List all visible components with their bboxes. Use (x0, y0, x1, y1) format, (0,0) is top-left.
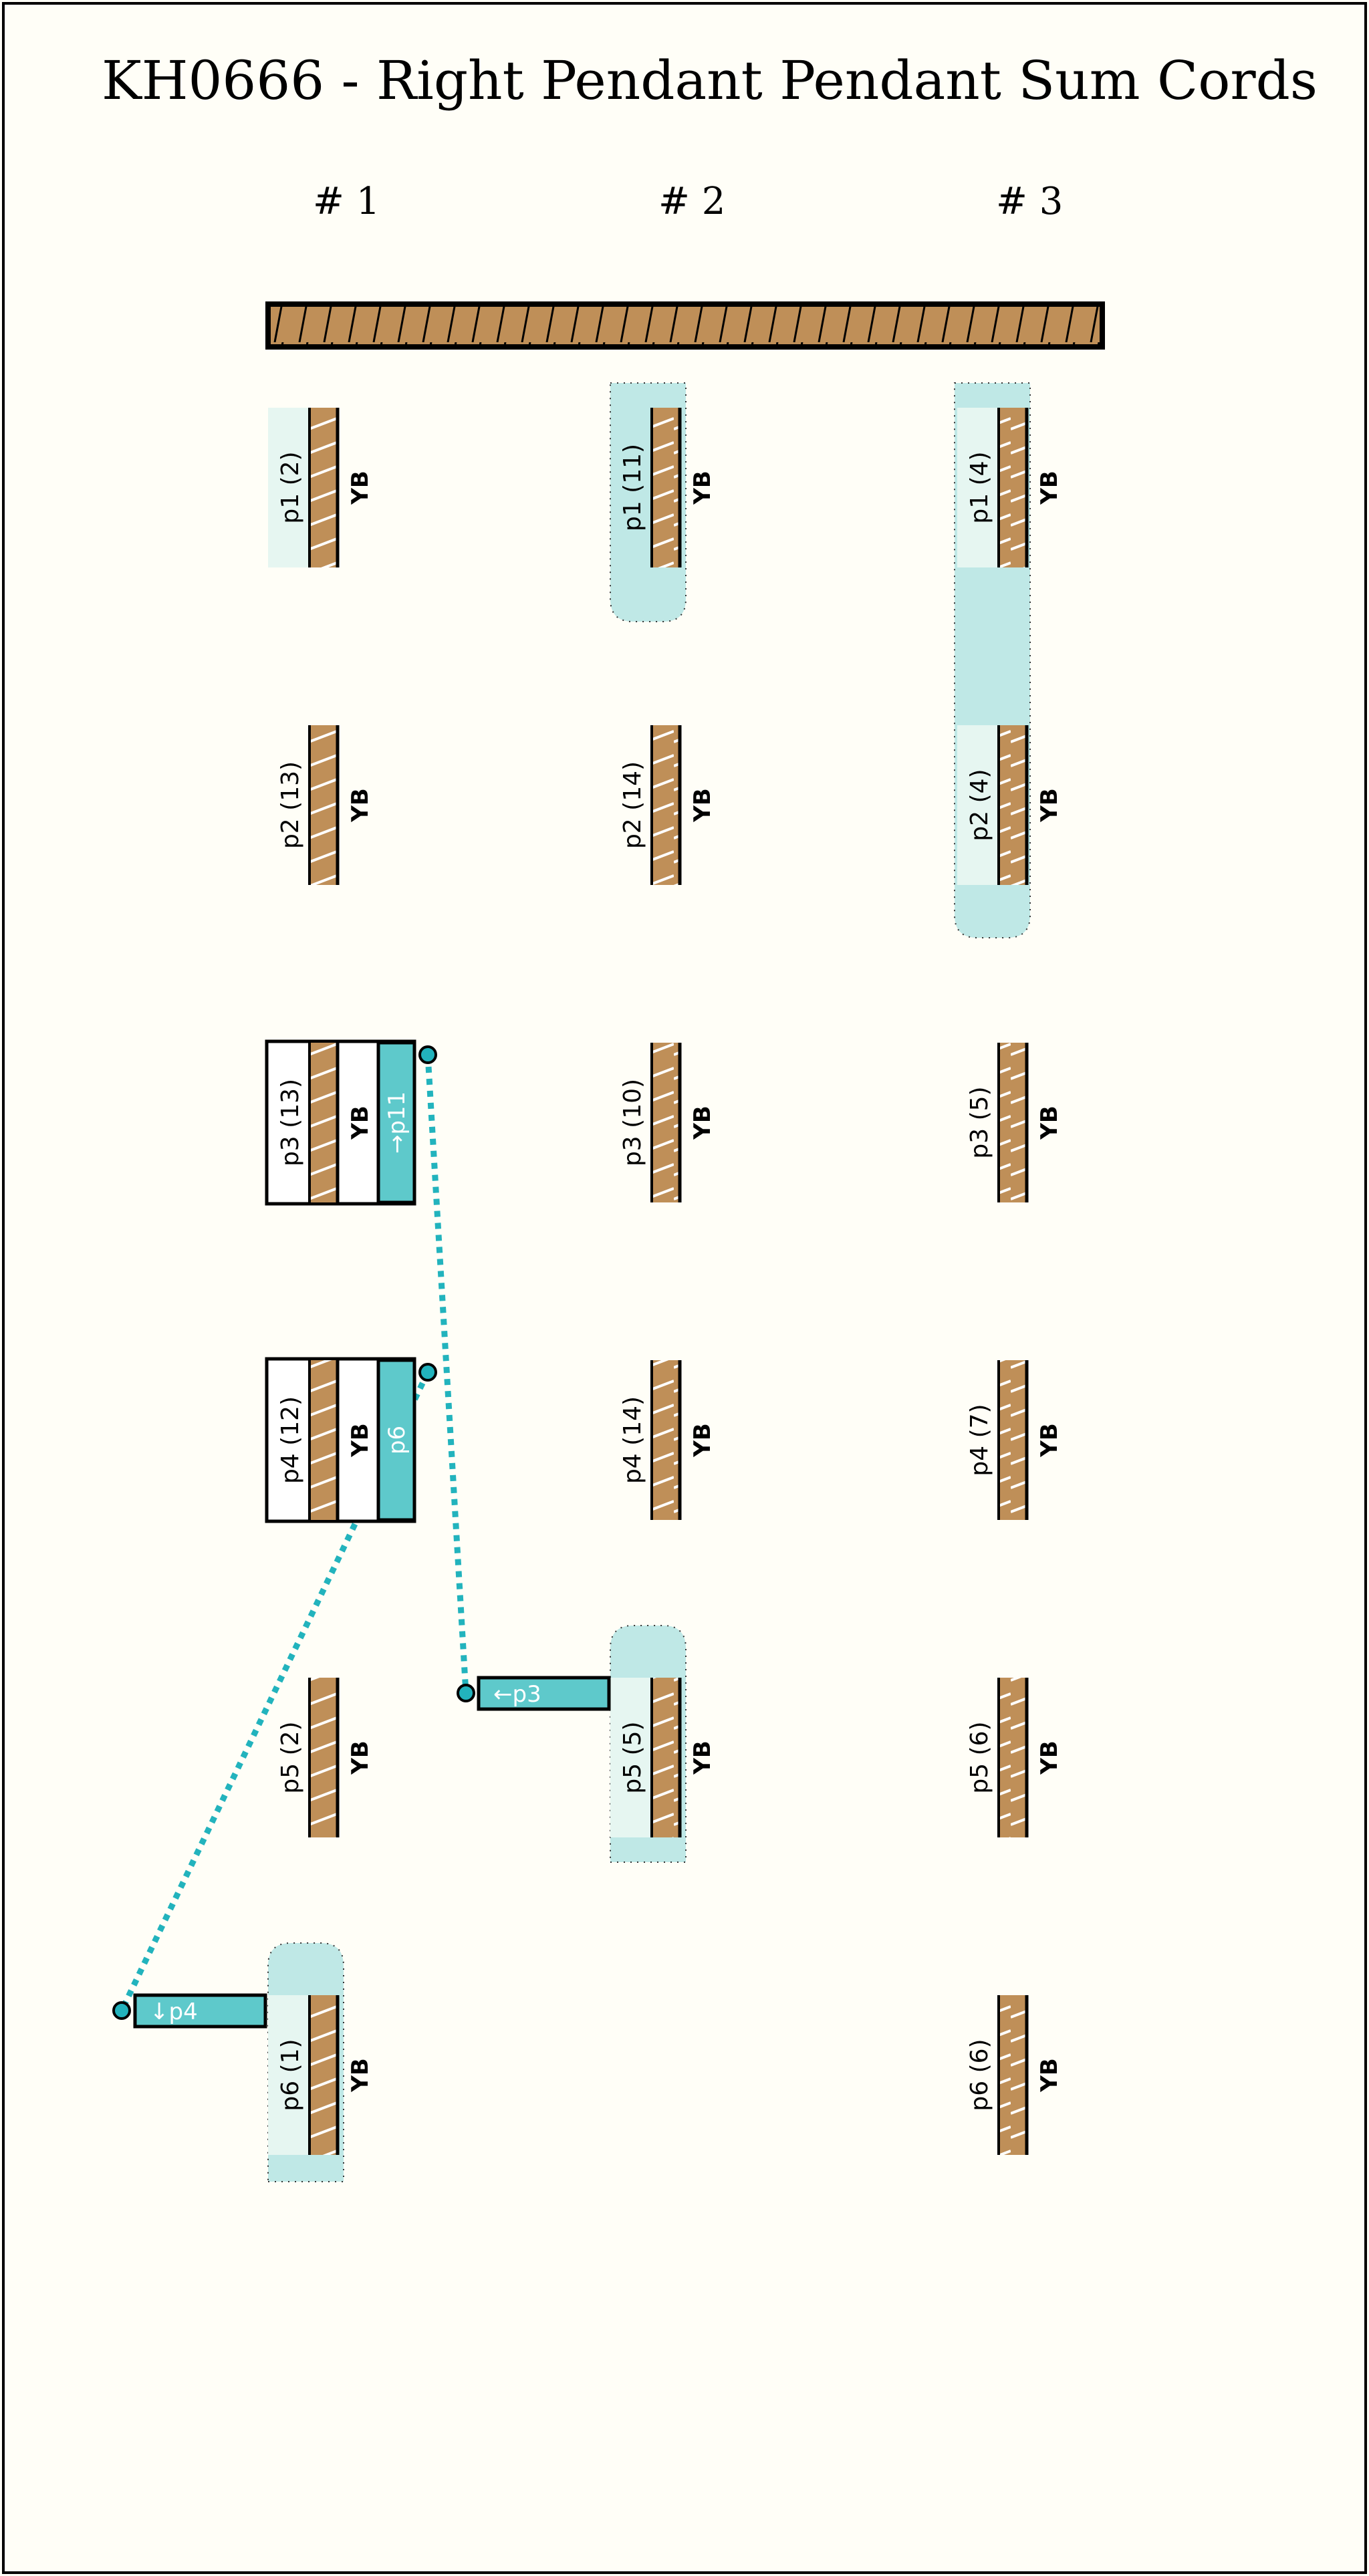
pendant-cord (652, 1043, 680, 1202)
pendant-2-4: p4 (14) YB (619, 1360, 716, 1520)
sum-link-line (118, 1371, 431, 2012)
pendant-color-label: YB (347, 1741, 374, 1775)
link-endpoint (418, 1045, 437, 1064)
pendant-cord (652, 1360, 680, 1520)
link-tag: ↓p4 (112, 1993, 267, 2029)
pendant-1-3: →p11 p3 (13) YB (265, 1039, 416, 1206)
sum-tag-label: →p11 (384, 1091, 410, 1154)
pendant-color-label: YB (1036, 471, 1063, 505)
pendant-1-6: p6 (1) YB (277, 1995, 374, 2155)
pendant-cord (309, 1360, 338, 1520)
pendant-label: p4 (12) (277, 1396, 304, 1484)
pendant-1-2: p2 (13) YB (277, 725, 374, 885)
pendant-color-label: YB (1036, 1423, 1063, 1458)
pendant-label: p3 (5) (966, 1086, 993, 1158)
pendant-cord (999, 725, 1027, 885)
pendant-1-1: p1 (2) YB (277, 408, 374, 567)
pendant-cord (309, 1995, 338, 2155)
pendant-color-label: YB (689, 471, 716, 505)
pendant-label: p6 (6) (966, 2039, 993, 2111)
pendant-color-label: YB (347, 788, 374, 823)
link-endpoint (457, 1684, 475, 1702)
pendant-color-label: YB (689, 1741, 716, 1775)
pendant-2-3: p3 (10) YB (619, 1043, 716, 1202)
column-header-2: # 2 (658, 180, 725, 223)
pendant-2-5: p5 (5) YB (619, 1678, 716, 1837)
pendant-3-4: p4 (7) YB (966, 1360, 1063, 1520)
pendant-label: p4 (7) (966, 1404, 993, 1476)
pendant-1-4: p6 p4 (12) YB (265, 1357, 416, 1523)
pendant-label: p2 (13) (277, 761, 304, 849)
pendant-color-label: YB (689, 788, 716, 823)
pendant-label: p5 (6) (966, 1721, 993, 1793)
sum-link-line (424, 1054, 469, 1694)
link-tag-label: ←p3 (493, 1681, 541, 1708)
pendant-color-label: YB (347, 471, 374, 505)
pendant-cord (999, 1995, 1027, 2155)
pendant-3-6: p6 (6) YB (966, 1995, 1063, 2155)
pendant-cord (652, 408, 680, 567)
pendant-cord (309, 1043, 338, 1202)
pendant-3-5: p5 (6) YB (966, 1678, 1063, 1837)
pendant-3-3: p3 (5) YB (966, 1043, 1063, 1202)
pendant-cord (999, 1043, 1027, 1202)
pendant-3-1: p1 (4) YB (966, 408, 1063, 567)
pendant-color-label: YB (1036, 1741, 1063, 1775)
pendant-label: p5 (2) (277, 1721, 304, 1793)
pendant-label: p4 (14) (619, 1396, 646, 1484)
page-title: KH0666 - Right Pendant Pendant Sum Cords (102, 49, 1318, 112)
pendant-color-label: YB (1036, 1106, 1063, 1140)
pendant-label: p2 (4) (966, 769, 993, 841)
link-tag-bar (133, 1993, 267, 2029)
column-header-1: # 1 (313, 180, 380, 223)
link-endpoint (418, 1363, 437, 1382)
pendant-cord (999, 408, 1027, 567)
pendant-cord (309, 1678, 338, 1837)
pendant-cord (309, 408, 338, 567)
pendant-label: p3 (10) (619, 1079, 646, 1166)
pendant-cord (652, 725, 680, 885)
link-tag: ←p3 (457, 1676, 611, 1711)
column-header-3: # 3 (996, 180, 1063, 223)
pendant-label: p1 (2) (277, 451, 304, 523)
pendant-color-label: YB (689, 1106, 716, 1140)
sum-tag-label: p6 (384, 1426, 410, 1454)
pendant-color-label: YB (347, 1423, 374, 1458)
sum-tag-band (376, 1358, 416, 1522)
link-tag-bar (477, 1676, 611, 1711)
pendant-label: p3 (13) (277, 1079, 304, 1166)
pendant-color-label: YB (1036, 2058, 1063, 2093)
pendant-cord (652, 1678, 680, 1837)
primary-cord (265, 301, 1105, 350)
pendant-label: p6 (1) (277, 2039, 304, 2111)
pendant-color-label: YB (689, 1423, 716, 1458)
pendant-cord (999, 1678, 1027, 1837)
pendant-cord (999, 1360, 1027, 1520)
pendant-3-2: p2 (4) YB (966, 725, 1063, 885)
pendant-2-2: p2 (14) YB (619, 725, 716, 885)
link-endpoint (112, 2001, 131, 2020)
pendant-cord (309, 725, 338, 885)
sum-tag-band (376, 1041, 416, 1204)
pendant-label: p2 (14) (619, 761, 646, 849)
pendant-2-1: p1 (11) YB (619, 408, 716, 567)
pendant-color-label: YB (347, 1106, 374, 1140)
pendant-label: p1 (4) (966, 451, 993, 523)
pendant-1-5: p5 (2) YB (277, 1678, 374, 1837)
pendant-color-label: YB (347, 2058, 374, 2093)
link-tag-label: ↓p4 (150, 1999, 198, 2025)
pendant-label: p1 (11) (619, 444, 646, 531)
pendant-label: p5 (5) (619, 1721, 646, 1793)
pendant-color-label: YB (1036, 788, 1063, 823)
